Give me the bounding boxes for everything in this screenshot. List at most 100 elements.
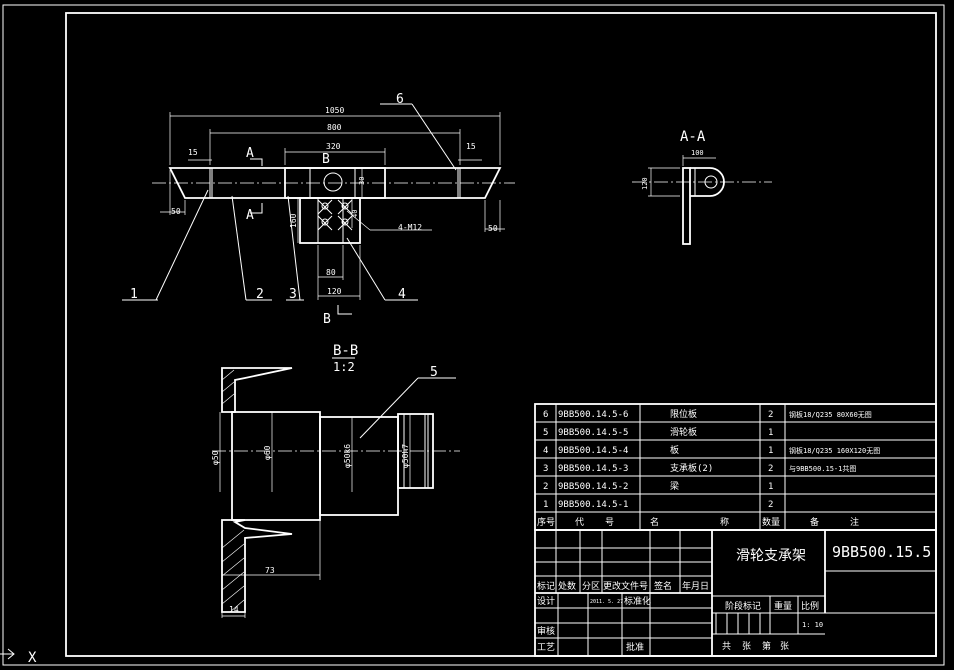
tb-sheet-unit: 张: [780, 641, 789, 652]
bom-header-name: 名: [650, 516, 659, 528]
aa-dim-120: 120: [641, 177, 649, 190]
bb-dim-phi50h7: φ50h7: [401, 444, 410, 468]
balloon-1: 1: [130, 287, 138, 302]
section-bb-title: B-B: [333, 343, 358, 359]
tb-design: 设计: [537, 595, 555, 607]
bom-header-no: 序号: [537, 516, 555, 528]
bb-dim-phi50: φ50: [211, 450, 220, 465]
bom-row-3-material: 钢板18/Q235 160X120无图: [789, 446, 880, 455]
bom-header-qty: 数量: [762, 516, 780, 528]
bom-row-1-name: 限位板: [670, 408, 697, 420]
bom-header-rem: 备: [810, 516, 819, 528]
bom-row-4-name: 支承板(2): [670, 462, 713, 474]
bom-row-1-material: 钢板18/Q235 80X60无图: [789, 410, 872, 419]
bom-row-5-code: 9BB500.14.5-2: [558, 482, 628, 492]
tb-stage: 阶段标记: [725, 600, 761, 612]
bom-row-5-qty: 1: [768, 482, 773, 492]
bom-row-5-name: 梁: [670, 480, 679, 492]
bom-row-2-no: 5: [543, 428, 548, 438]
dim-800: 800: [327, 123, 342, 132]
bom-row-2-qty: 1: [768, 428, 773, 438]
bom-row-1-qty: 2: [768, 410, 773, 420]
dim-30: 30: [358, 177, 366, 185]
tb-weight: 重量: [774, 600, 792, 612]
dim-80: 80: [326, 268, 336, 277]
bom-row-3-no: 4: [543, 446, 548, 456]
bom-row-1-no: 6: [543, 410, 548, 420]
section-a-lower: A: [246, 208, 254, 223]
tb-ratio: 比例: [801, 600, 819, 612]
bom-header-code: 代: [575, 517, 584, 528]
callout-4-m12: 4-M12: [398, 223, 422, 232]
tb-signature: 签名: [654, 580, 672, 592]
bom-row-3-code: 9BB500.14.5-4: [558, 446, 628, 456]
bom-row-4-material: 与9BB500.15-1共图: [789, 464, 856, 473]
bom-row-6-no: 1: [543, 500, 548, 510]
bom-header-code2: 号: [605, 517, 614, 528]
tb-check: 审核: [537, 625, 555, 637]
bom-row-4-no: 3: [543, 464, 548, 474]
dim-50-right: 50: [488, 224, 498, 233]
tb-approve: 批准: [626, 641, 644, 653]
bom-row-3-name: 板: [670, 444, 679, 456]
outer-border: [2, 4, 945, 666]
dim-50-left: 50: [171, 207, 181, 216]
dim-40: 40: [351, 210, 359, 218]
tb-process: 工艺: [537, 642, 555, 653]
tb-change-doc: 更改文件号: [603, 580, 648, 592]
bb-dim-phi60: φ60: [263, 445, 272, 460]
bom-table: 6 9BB500.14.5-6 限位板 2 钢板18/Q235 80X60无图 5 9BB5…: [534, 403, 937, 531]
tb-mark: 标记: [537, 580, 555, 592]
dim-15-left: 15: [188, 148, 198, 157]
tb-sheet-no: 第: [762, 640, 771, 652]
bb-dim-phi50k6: φ50k6: [343, 444, 352, 468]
balloon-4: 4: [398, 287, 406, 302]
section-aa-title: A-A: [680, 129, 706, 145]
bom-row-1-code: 9BB500.14.5-6: [558, 410, 628, 420]
bom-row-2-code: 9BB500.14.5-5: [558, 428, 628, 438]
dim-320: 320: [326, 142, 341, 151]
bom-row-2-name: 滑轮板: [670, 426, 697, 438]
dim-1050: 1050: [325, 106, 344, 115]
tb-total: 共: [722, 641, 731, 652]
ucs-icon: X: [0, 648, 37, 666]
ucs-x-label: X: [28, 650, 37, 666]
dim-15-right: 15: [466, 142, 476, 151]
bom-row-3-qty: 1: [768, 446, 773, 456]
section-bb-scale: 1:2: [333, 360, 355, 374]
bom-row-4-code: 9BB500.14.5-3: [558, 464, 628, 474]
bom-row-4-qty: 2: [768, 464, 773, 474]
dim-160: 160: [289, 213, 298, 228]
bb-dim-14: 14: [229, 605, 239, 614]
balloon-6: 6: [396, 92, 404, 107]
bom-row-6-code: 9BB500.14.5-1: [558, 500, 628, 510]
bom-row-5-no: 2: [543, 482, 548, 492]
inner-border: [65, 12, 937, 657]
section-aa-view: A-A 100 120: [632, 129, 772, 245]
drawing-number: 9BB500.15.5: [832, 543, 931, 561]
bb-dim-73: 73: [265, 566, 275, 575]
balloon-5: 5: [430, 365, 438, 380]
tb-sheet: 张: [742, 641, 751, 652]
section-bb-view: B-B 1:2 φ50 φ60 φ50k6 φ50h7 73: [211, 343, 460, 618]
bom-row-6-qty: 2: [768, 500, 773, 510]
tb-design-date: 2011. 5. 27: [590, 599, 623, 605]
tb-standard: 标准化: [624, 595, 651, 607]
front-view: 1050 800 320 15 15 50 50 30 40 160: [122, 92, 515, 327]
tb-count: 处数: [558, 580, 576, 592]
section-b-lower: B: [323, 312, 331, 327]
dim-120: 120: [327, 287, 342, 296]
balloon-3: 3: [289, 287, 297, 302]
section-a-upper: A: [246, 146, 254, 161]
drawing-title: 滑轮支承架: [736, 547, 806, 564]
tb-ratio-value: 1: 10: [802, 621, 823, 629]
aa-dim-100: 100: [691, 149, 704, 157]
title-block: 滑轮支承架 9BB500.15.5 标记 处数 分区 更改文件号 签名 年月日 …: [534, 529, 937, 657]
balloon-2: 2: [256, 287, 264, 302]
bom-header-name2: 称: [720, 516, 729, 528]
tb-zone: 分区: [582, 581, 600, 592]
bom-header-rem2: 注: [850, 516, 859, 528]
tb-date: 年月日: [682, 580, 709, 592]
section-b-upper: B: [322, 152, 330, 167]
